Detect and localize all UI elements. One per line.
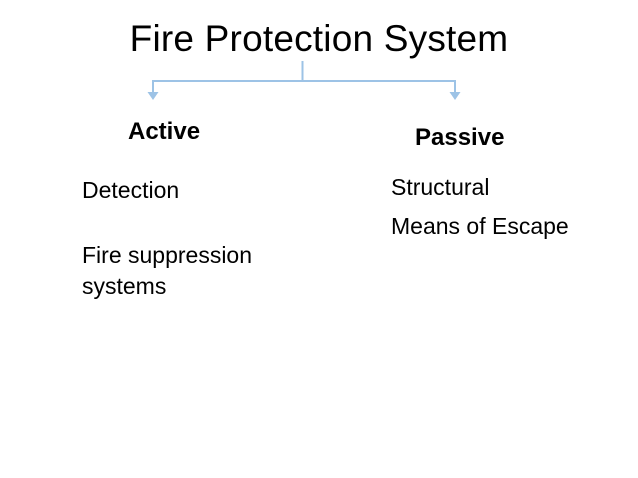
- page-title: Fire Protection System: [129, 18, 509, 59]
- branching-connector: [0, 60, 638, 106]
- connector-svg: [147, 61, 461, 100]
- connector-right-arrowhead: [449, 92, 461, 100]
- branch-item-means-of-escape: Means of Escape: [391, 213, 569, 239]
- branch-heading-passive: Passive: [415, 124, 505, 151]
- branch-item-structural: Structural: [391, 174, 490, 200]
- branch-item-fire-suppression-systems: Fire suppression systems: [82, 242, 253, 299]
- connector-left-arrowhead: [147, 92, 159, 100]
- branch-item-detection: Detection: [82, 177, 180, 203]
- branch-heading-active: Active: [128, 118, 201, 145]
